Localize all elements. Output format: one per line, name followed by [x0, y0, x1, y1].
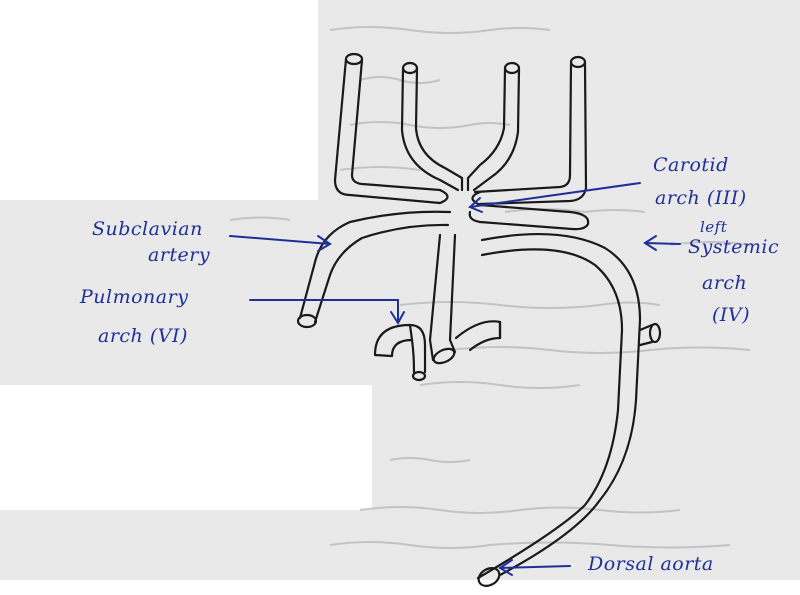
subclavian-label-line2: artery [148, 244, 210, 266]
pulmonary-label-line1: Pulmonary [80, 286, 188, 308]
blank-top-left [0, 0, 318, 200]
dorsal-aorta-label: Dorsal aorta [588, 553, 714, 575]
blank-bottom-left [0, 385, 372, 510]
carotid-label-line2: arch (III) [655, 187, 747, 209]
systemic-label-line3: (IV) [712, 304, 750, 326]
carotid-label-line1: Carotid [653, 154, 729, 176]
systemic-label-line1: Systemic [688, 236, 779, 258]
subclavian-label-line1: Subclavian [92, 218, 203, 240]
systemic-label-line2: arch [702, 272, 747, 294]
left-note: left [700, 216, 727, 238]
blank-bottom-strip [0, 580, 800, 595]
pulmonary-label-line2: arch (VI) [98, 325, 188, 347]
